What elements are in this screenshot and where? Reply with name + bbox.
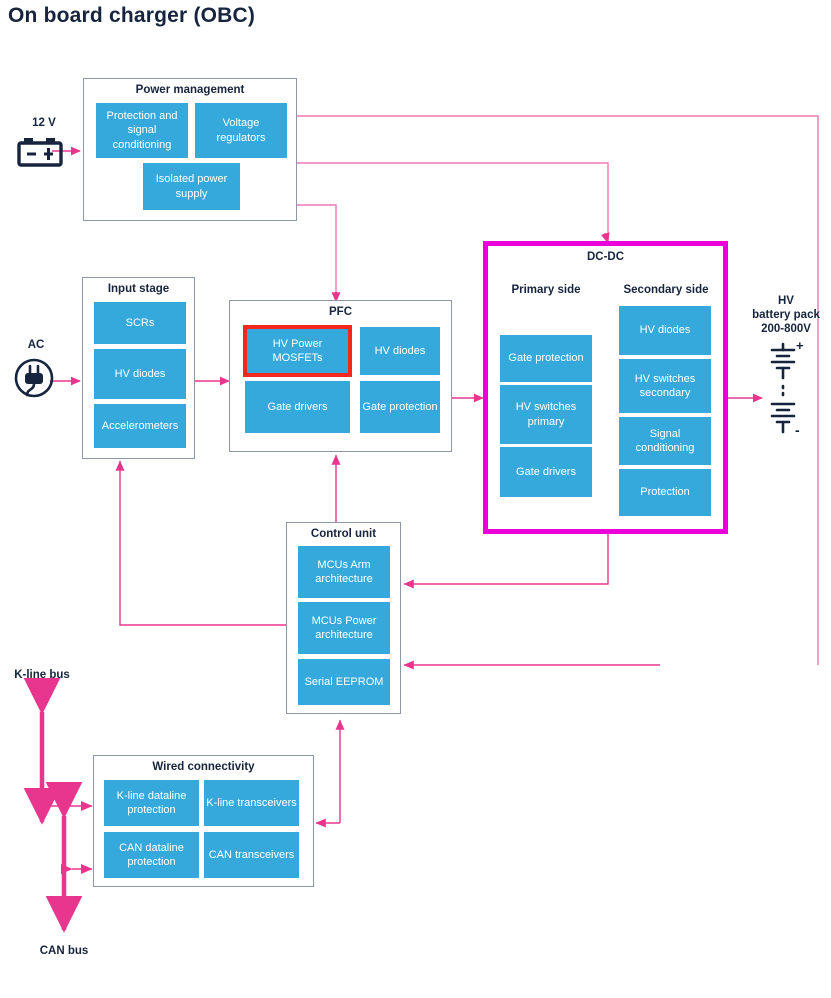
ac-source-label: AC	[27, 339, 45, 351]
battery-12v-icon	[17, 138, 63, 167]
block-gate-protection-dcdc[interactable]: Gate protection	[500, 335, 592, 382]
hv-battery-label-line2: battery pack	[752, 309, 820, 321]
block-gate-protection-pfc[interactable]: Gate protection	[360, 381, 440, 433]
group-title-pfc: PFC	[329, 306, 352, 318]
block-hv-diodes-pfc[interactable]: HV diodes	[360, 327, 440, 375]
block-hv-switches-primary[interactable]: HV switches primary	[500, 385, 592, 444]
subtitle-secondary-side: Secondary side	[623, 284, 709, 296]
hv-battery-label-line1: HV	[778, 295, 794, 307]
hv-battery-minus: -	[795, 422, 800, 438]
block-kline-transceivers[interactable]: K-line transceivers	[204, 780, 299, 826]
block-hv-power-mosfets[interactable]: HV Power MOSFETs	[243, 325, 352, 377]
block-voltage-regulators[interactable]: Voltage regulators	[195, 103, 287, 158]
block-gate-drivers-dcdc[interactable]: Gate drivers	[500, 447, 592, 497]
wire-dcdc-to-control-unit	[403, 534, 609, 589]
group-title-control-unit: Control unit	[310, 528, 377, 540]
group-title-power-management: Power management	[135, 84, 245, 96]
bus-label-can: CAN bus	[39, 945, 89, 957]
block-accelerometers[interactable]: Accelerometers	[94, 404, 186, 448]
block-hv-diodes-secondary[interactable]: HV diodes	[619, 306, 711, 355]
wire-pm-rail-to-dcdc	[297, 162, 609, 241]
group-title-dcdc: DC-DC	[586, 251, 625, 263]
hv-battery-symbol: + -	[770, 342, 804, 438]
wire-control-unit-to-input-stage	[115, 460, 288, 626]
page-title: On board charger (OBC)	[8, 4, 256, 27]
wire-pm-rail-to-pfc	[297, 204, 337, 300]
hv-battery-plus: +	[796, 342, 804, 353]
block-mcus-arm-architecture[interactable]: MCUs Arm architecture	[298, 546, 390, 598]
block-kline-dataline-protection[interactable]: K-line dataline protection	[104, 780, 199, 826]
bus-label-kline: K-line bus	[14, 669, 70, 681]
group-dcdc[interactable]: DC-DC Primary side Secondary side Gate p…	[483, 241, 728, 534]
block-signal-conditioning-dcdc[interactable]: Signal conditioning	[619, 417, 711, 465]
block-protection-dcdc[interactable]: Protection	[619, 469, 711, 516]
group-control-unit[interactable]: Control unit MCUs Arm architecture MCUs …	[286, 522, 401, 714]
block-scrs[interactable]: SCRs	[94, 302, 186, 344]
block-gate-drivers-pfc[interactable]: Gate drivers	[245, 381, 350, 433]
block-can-dataline-protection[interactable]: CAN dataline protection	[104, 832, 199, 878]
hv-battery-label-line3: 200-800V	[761, 323, 811, 335]
block-hv-diodes-input[interactable]: HV diodes	[94, 349, 186, 399]
block-isolated-power-supply[interactable]: Isolated power supply	[143, 163, 240, 210]
group-wired-connectivity[interactable]: Wired connectivity K-line dataline prote…	[93, 755, 314, 887]
block-protection-and-signal-conditioning[interactable]: Protection and signal conditioning	[96, 103, 188, 158]
subtitle-primary-side: Primary side	[511, 284, 581, 296]
group-title-input-stage: Input stage	[107, 283, 170, 295]
block-hv-switches-secondary[interactable]: HV switches secondary	[619, 359, 711, 413]
dc-source-label: 12 V	[32, 117, 56, 129]
block-can-transceivers[interactable]: CAN transceivers	[204, 832, 299, 878]
block-mcus-power-architecture[interactable]: MCUs Power architecture	[298, 602, 390, 654]
group-title-wired-connectivity: Wired connectivity	[152, 761, 255, 773]
block-serial-eeprom[interactable]: Serial EEPROM	[298, 659, 390, 705]
group-input-stage[interactable]: Input stage SCRs HV diodes Accelerometer…	[82, 277, 195, 459]
ac-plug-icon	[14, 358, 54, 398]
group-pfc[interactable]: PFC HV Power MOSFETs HV diodes Gate driv…	[229, 300, 452, 452]
group-power-management[interactable]: Power management Protection and signal c…	[83, 78, 297, 221]
